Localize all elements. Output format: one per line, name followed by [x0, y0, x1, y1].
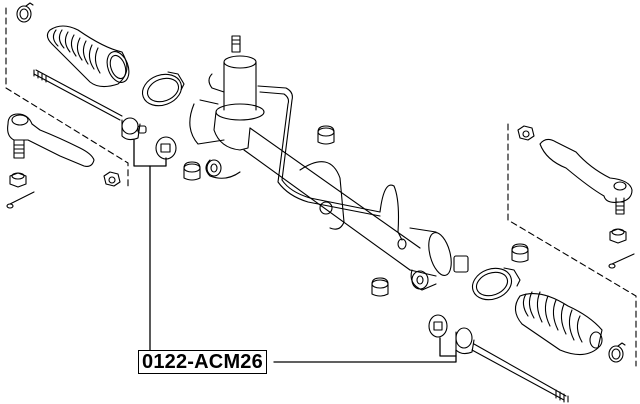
lock-washer-left-icon — [155, 136, 177, 160]
leader-lines — [133, 139, 457, 363]
right-group-dashed-frame — [507, 123, 637, 367]
castle-nut-left-icon — [9, 172, 27, 188]
hydraulic-lines-icon — [257, 85, 407, 250]
tie-rod-end-left-icon — [7, 113, 95, 167]
tie-rod-end-right-icon — [539, 138, 633, 215]
small-clamp-right-icon — [608, 342, 626, 363]
rack-boot-right-icon — [514, 291, 603, 356]
rack-boot-left-icon — [46, 25, 130, 88]
castle-nut-right-icon — [609, 228, 627, 244]
tie-rod-inner-left-icon — [33, 69, 147, 141]
lock-nut-left-icon — [103, 171, 121, 187]
steering-gear-housing-icon — [189, 35, 469, 291]
boot-clamp-right-icon — [471, 267, 521, 301]
small-clamp-left-icon — [16, 2, 34, 23]
tie-rod-inner-right-icon — [455, 327, 569, 403]
mount-bushing-icon — [183, 125, 529, 297]
lock-washer-right-icon — [428, 314, 448, 338]
boot-clamp-left-icon — [141, 71, 185, 107]
left-group-dashed-frame — [5, 7, 129, 187]
cotter-pin-left-icon — [6, 191, 35, 209]
lock-nut-right-icon — [517, 125, 535, 141]
cotter-pin-right-icon — [608, 253, 635, 269]
part-number-label: 0122-ACM26 — [138, 350, 267, 374]
